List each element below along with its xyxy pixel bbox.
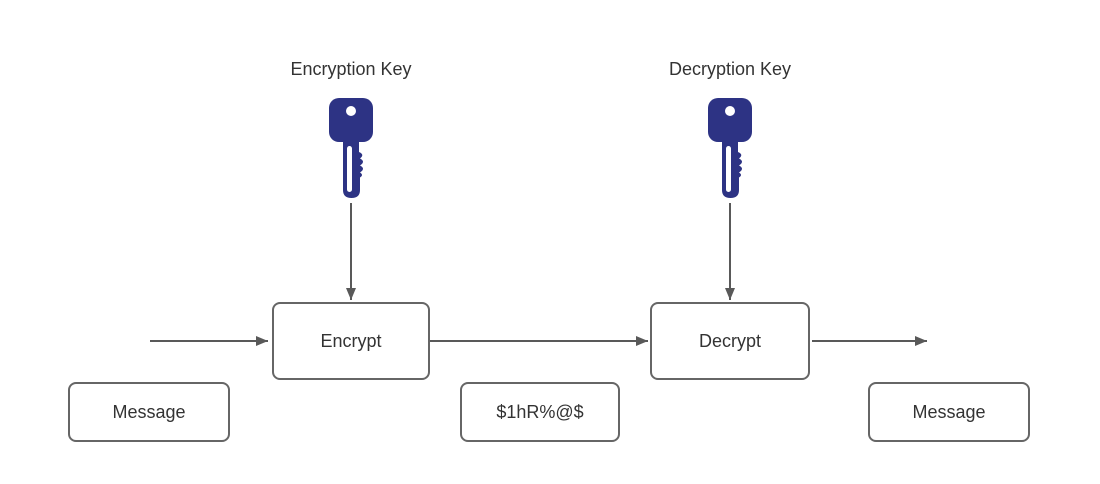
decryption-key-label: Decryption Key bbox=[668, 59, 792, 79]
message-input-box: Message bbox=[68, 382, 230, 442]
encrypt-box: Encrypt bbox=[272, 302, 430, 380]
encrypt-box-label: Encrypt bbox=[320, 330, 382, 351]
ciphertext-box: $1hR%@$ bbox=[460, 382, 620, 442]
message-input-label: Message bbox=[112, 401, 186, 422]
message-output-box: Message bbox=[868, 382, 1030, 442]
decrypt-box: Decrypt bbox=[650, 302, 810, 380]
decryption-key-icon bbox=[708, 98, 752, 198]
ciphertext-label: $1hR%@$ bbox=[496, 401, 584, 422]
message-output-label: Message bbox=[912, 401, 986, 422]
encryption-key-label: Encryption Key bbox=[290, 59, 412, 79]
decrypt-box-label: Decrypt bbox=[698, 330, 761, 351]
encryption-key-icon bbox=[329, 98, 373, 198]
